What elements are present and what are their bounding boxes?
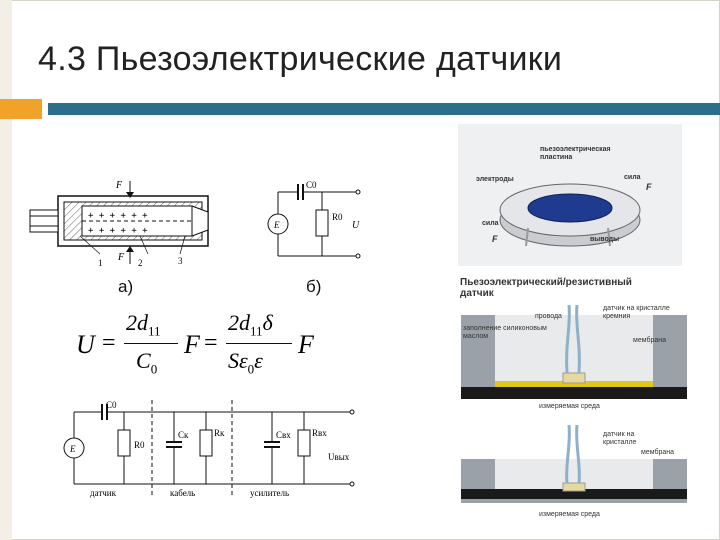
formula-u: U: [76, 330, 95, 359]
medium-label: измеряемая среда: [539, 403, 600, 410]
circuit-label-amp: усилитель: [250, 488, 289, 498]
medium-label-2: измеряемая среда: [539, 511, 600, 518]
circuit-rk: Rк: [214, 428, 225, 438]
circuit-b-r0: R0: [332, 212, 343, 222]
membrane-label: мембрана: [633, 337, 666, 344]
circuit-source: E: [69, 444, 76, 454]
photo-electrodes-label: электроды: [476, 176, 514, 183]
equivalent-circuit-diagram: E C0 R0 U: [258, 176, 368, 264]
formula-eq2: =: [204, 330, 218, 356]
piezo-plate-illustration: пьезоэлектрическая пластина электроды си…: [458, 124, 682, 266]
num1: 2d: [126, 310, 148, 335]
sensor-title-line2: датчик: [460, 288, 494, 299]
part-number-2: 2: [138, 258, 143, 268]
sensor-cross-section-diagram: + + + + + + + + + + + + F F 1 2 3: [20, 176, 220, 268]
circuit-c0: C0: [106, 400, 117, 410]
membrane-label-2: мембрана: [641, 449, 674, 456]
title-rule: [48, 103, 720, 115]
num2: 2d: [228, 310, 250, 335]
crystal-label-2: датчик на кристалле: [603, 431, 637, 446]
circuit-b-c0: C0: [306, 180, 317, 190]
formula-f1: F: [184, 330, 200, 359]
den2: Sε: [228, 348, 248, 373]
oil-label: заполнение силиконовым маслом: [463, 325, 547, 340]
sensor-title-line1: Пьезоэлектрический/резистивный: [460, 277, 632, 288]
formula-f2: F: [298, 330, 314, 359]
part-number-3: 3: [178, 256, 183, 266]
photo-leads-label: выводы: [590, 236, 620, 243]
crystal-label: датчик на кристалле кремния: [603, 305, 670, 320]
photo-force1-label: сила: [624, 174, 641, 181]
num1-sub: 11: [148, 323, 161, 339]
slide-title: 4.3 Пьезоэлектрические датчики: [38, 40, 563, 78]
title-rule-accent: [0, 99, 42, 119]
fraction-1: 2d11 C0: [124, 310, 178, 390]
circuit-cvx: Cвх: [276, 430, 291, 440]
circuit-r0: R0: [134, 440, 145, 450]
fraction-2: 2d11δ Sε0ε: [226, 310, 292, 390]
measurement-circuit-diagram: E C0 R0 Cк Rк Cвх Rвх Uвых датчик кабель…: [60, 396, 360, 502]
circuit-ck: Cк: [178, 430, 189, 440]
den1-sub: 0: [150, 361, 158, 377]
svg-text:+ + + + + +: + + + + + +: [88, 226, 148, 236]
left-strip: [0, 0, 12, 540]
circuit-b-u: U: [352, 220, 360, 231]
circuit-label-sensor: датчик: [90, 488, 117, 498]
photo-plate-label: пьезоэлектрическая пластина: [540, 146, 611, 161]
photo-f1: F: [646, 182, 652, 192]
label-a: а): [118, 277, 134, 296]
force-label-top: F: [115, 180, 123, 191]
label-b: б): [306, 277, 322, 296]
wires-label: провода: [535, 313, 562, 320]
num2-delta: δ: [262, 310, 273, 335]
voltage-formula: U = 2d11 C0 F = 2d11δ Sε0ε F: [76, 310, 336, 390]
circuit-b-source: E: [273, 220, 280, 230]
circuit-rvx: Rвх: [312, 428, 327, 438]
photo-f2: F: [492, 234, 498, 244]
part-number-1: 1: [98, 258, 103, 268]
den2-sub: 0: [247, 361, 255, 377]
formula-eq1: =: [102, 330, 116, 356]
photo-force2-label: сила: [482, 220, 499, 227]
circuit-label-cable: кабель: [170, 488, 195, 498]
force-label-bottom: F: [117, 252, 125, 263]
den2-eps: ε: [254, 348, 263, 373]
svg-text:+ + + + + +: + + + + + +: [88, 211, 148, 221]
den1: C: [136, 348, 151, 373]
circuit-uvyx: Uвых: [328, 452, 350, 462]
num2-sub: 11: [250, 323, 263, 339]
